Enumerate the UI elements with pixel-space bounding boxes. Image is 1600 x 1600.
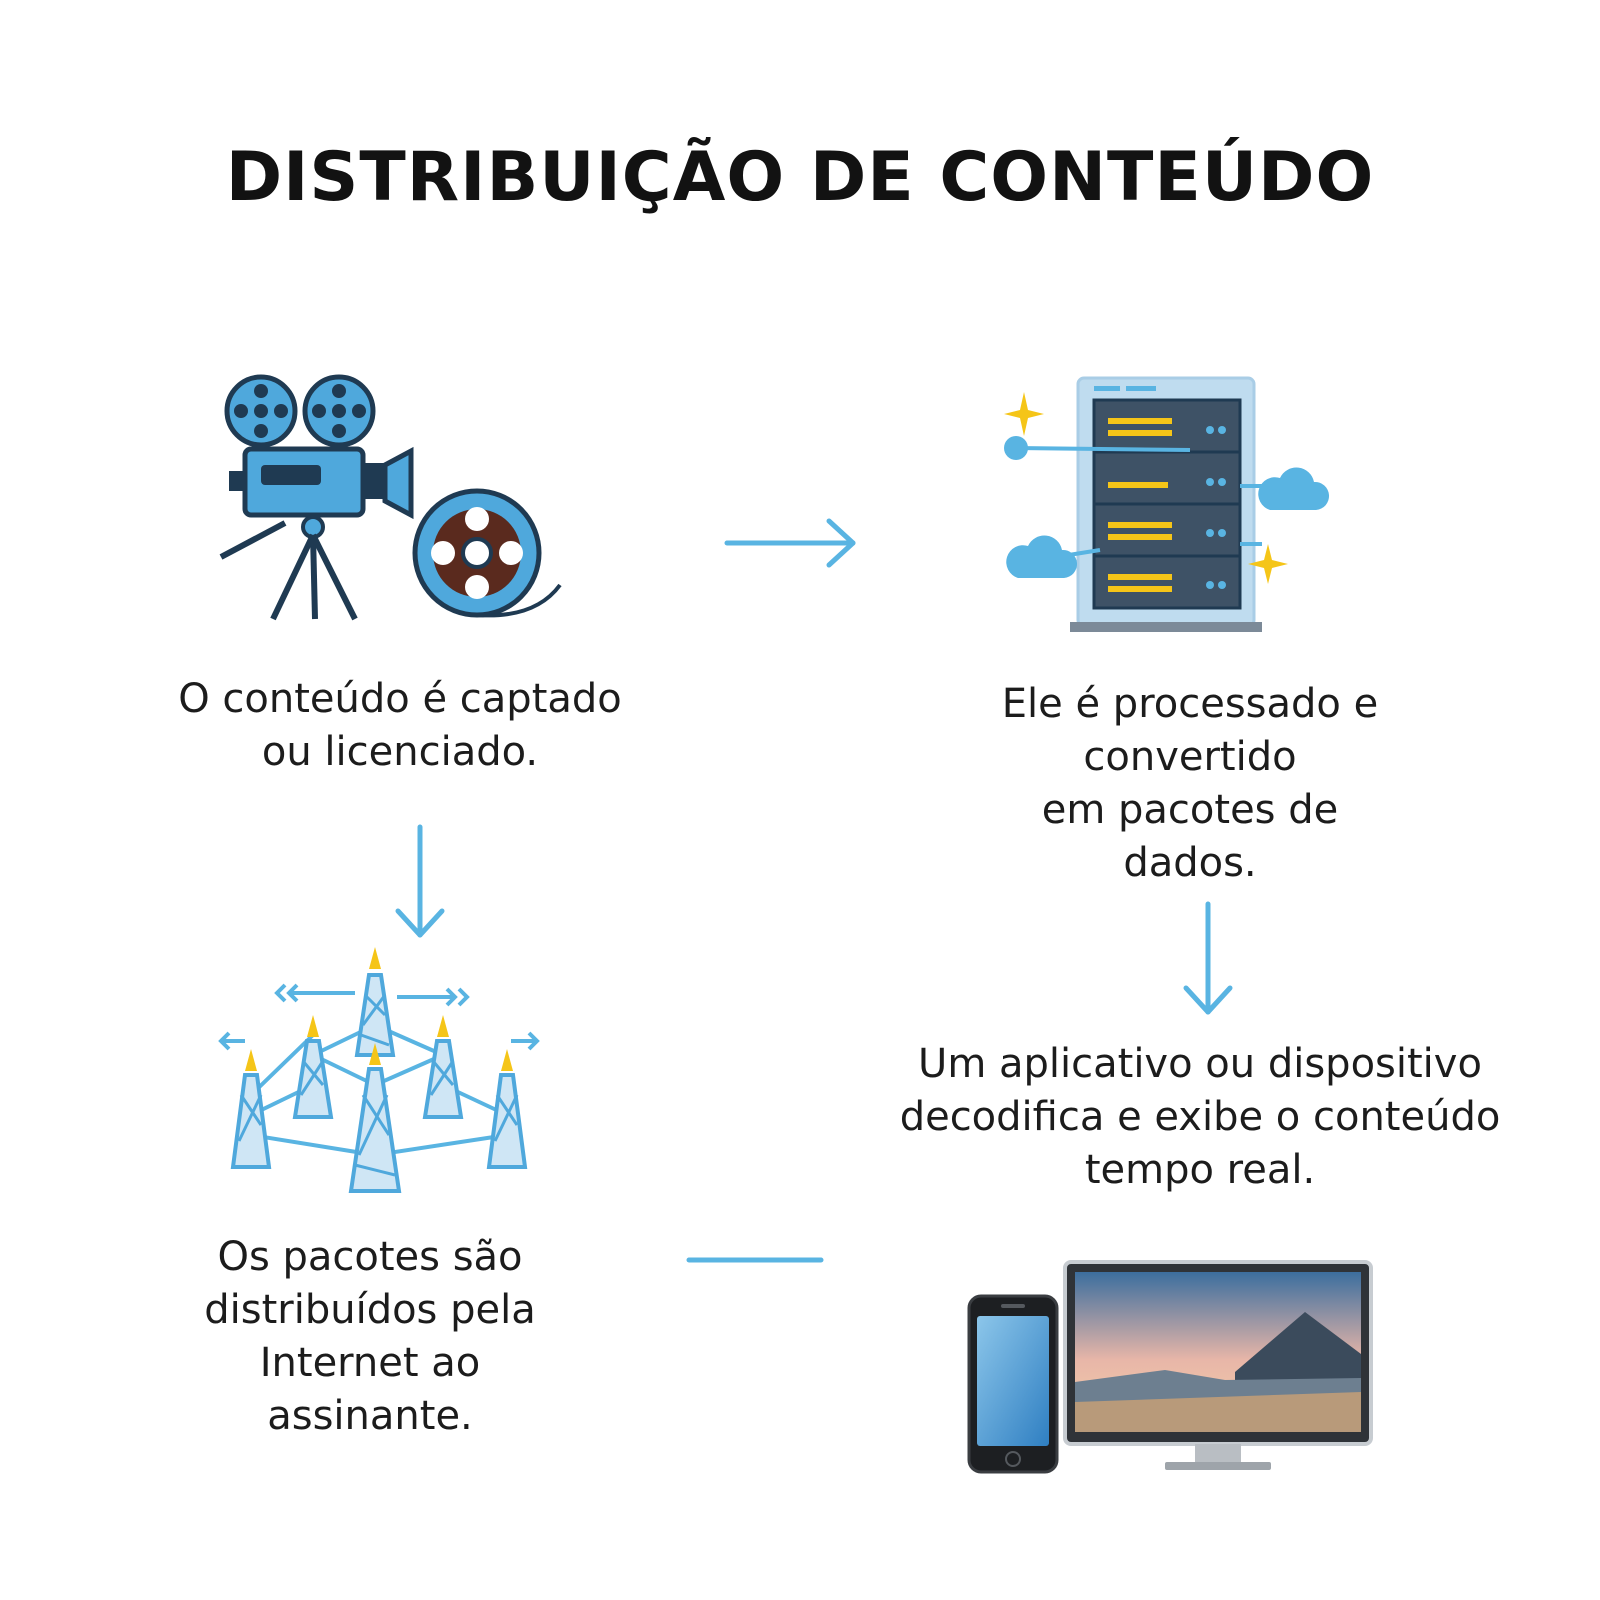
step-3-line: Os pacotes são (217, 1234, 523, 1280)
arrow-step2-to-step4 (1183, 901, 1233, 1015)
step-2-caption: Ele é processado e convertido em pacotes… (900, 678, 1480, 890)
step-1-caption: O conteúdo é captado ou licenciado. (150, 673, 650, 779)
step-1-line: O conteúdo é captado (178, 676, 622, 722)
step-2-line: em pacotes de (1041, 787, 1339, 833)
step-4-caption: Um aplicativo ou dispositivo decodifica … (880, 1038, 1520, 1197)
film-camera-icon (219, 374, 562, 621)
step-1-line: ou licenciado. (261, 729, 539, 775)
step-3-line: Internet ao (259, 1340, 481, 1386)
step-2-line: dados. (1123, 840, 1257, 886)
step-4-line: Um aplicativo ou dispositivo (918, 1041, 1482, 1087)
arrow-step1-to-step2 (724, 518, 856, 568)
arrow-step1-to-step3 (395, 824, 445, 938)
step-3-line: distribuídos pela (204, 1287, 536, 1333)
page-title: DISTRIBUIÇÃO DE CONTEÚDO (225, 138, 1375, 217)
step-4-line: tempo real. (1084, 1147, 1316, 1193)
connector-step3-to-step4 (686, 1257, 824, 1263)
network-towers-icon (218, 947, 540, 1193)
step-4-line: decodifica e exibe o conteúdo (899, 1094, 1501, 1140)
phone-and-monitor-icon (967, 1260, 1373, 1474)
server-rack-icon (1004, 376, 1330, 632)
step-3-line: assinante. (267, 1393, 473, 1439)
step-2-line: Ele é processado e convertido (1001, 681, 1379, 780)
step-3-caption: Os pacotes são distribuídos pela Interne… (170, 1231, 570, 1443)
